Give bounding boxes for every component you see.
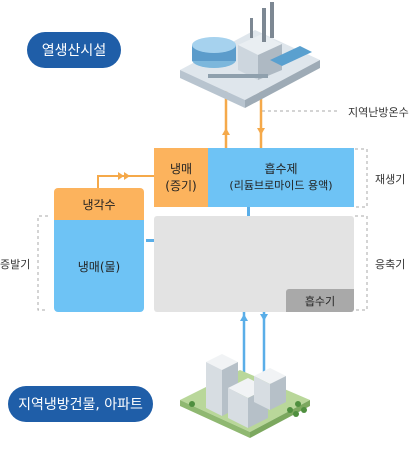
condenser-label: 응축기 <box>375 258 406 271</box>
absorber-box: 흡수기 <box>286 289 354 312</box>
refrigerant-vapor-text-2: (증기) <box>165 178 197 193</box>
cooling-water-box: 냉각수 <box>54 188 144 220</box>
factory-illustration <box>180 2 320 108</box>
refrigerant-vapor-text-1: 냉매 <box>169 161 193 176</box>
district-cooling-water-label: 지역난방온수 <box>348 106 409 119</box>
regenerator-label: 재생기 <box>375 173 406 186</box>
absorbent-text-1: 흡수제 <box>264 162 298 177</box>
absorbent-text-2: (리듐브로마이드 용액) <box>229 179 333 193</box>
hot-water-arrows <box>222 128 265 135</box>
absorbent-box: 흡수제 (리듐브로마이드 용액) <box>208 148 354 207</box>
buildings-illustration <box>180 354 310 438</box>
vapor-pipe <box>97 175 154 188</box>
vapor-arrows <box>118 172 130 180</box>
refrigerant-water-box: 냉매(물) <box>54 220 144 312</box>
dashed-guides <box>37 110 368 311</box>
evaporator-label: 증발기 <box>0 258 31 271</box>
buildings-label: 지역냉방건물, 아파트 <box>8 386 153 422</box>
plant-label: 열생산시설 <box>27 32 121 68</box>
refrigerant-vapor-box: 냉매 (증기) <box>154 148 208 207</box>
